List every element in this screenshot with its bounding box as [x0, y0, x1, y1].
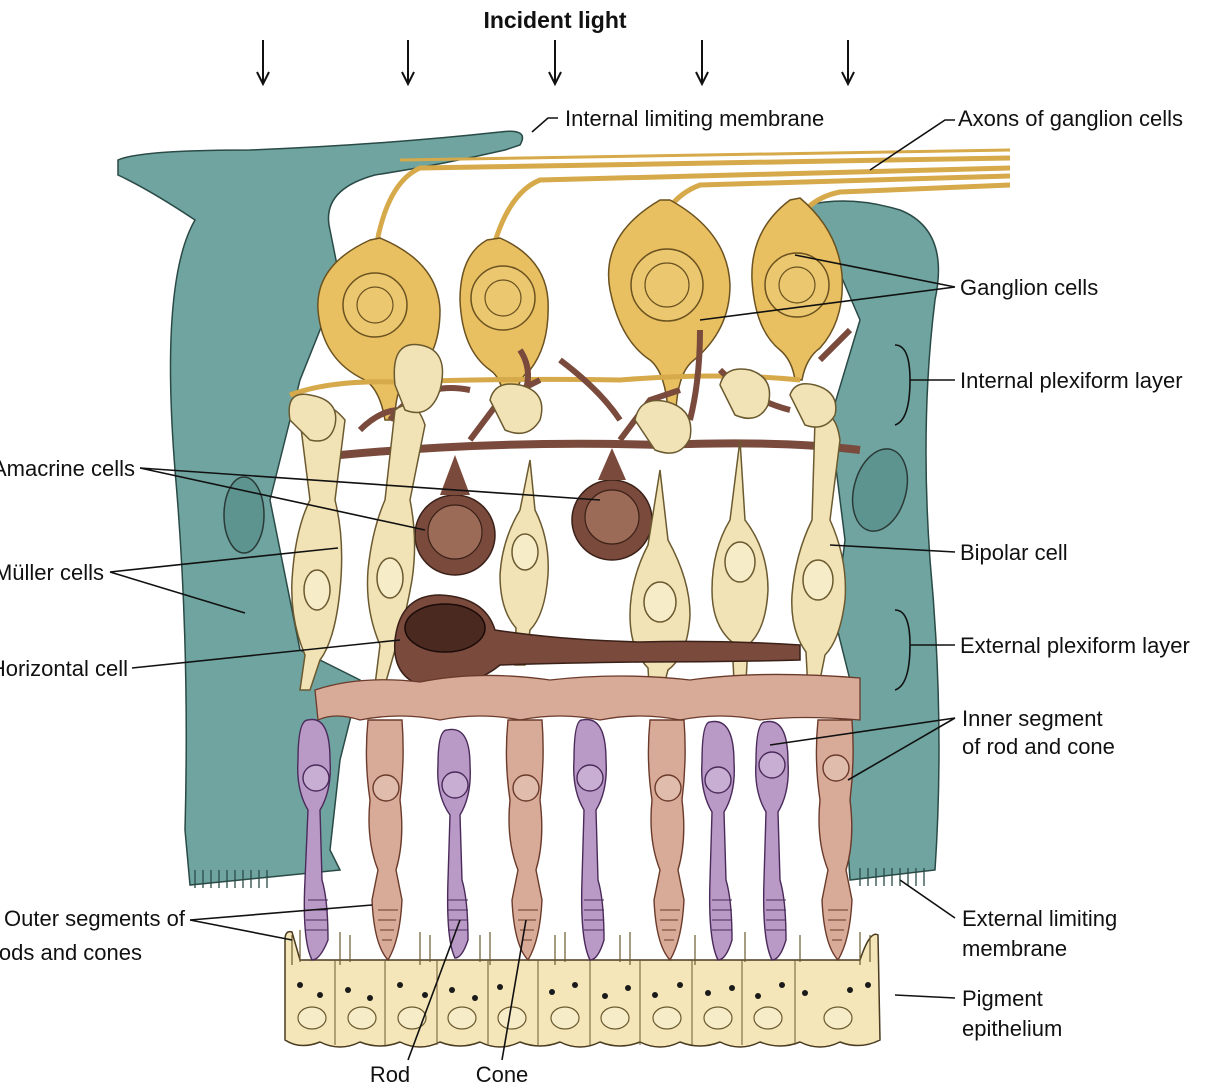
light-arrow-icon: [402, 40, 414, 84]
label-ganglion-cells: Ganglion cells: [960, 275, 1098, 300]
label-axons-of-ganglion-cells: Axons of ganglion cells: [958, 106, 1183, 131]
cone: [648, 720, 685, 960]
label-internal-plexiform-layer: Internal plexiform layer: [960, 368, 1183, 393]
label-muller-cells: Müller cells: [0, 560, 104, 585]
label-internal-limiting-membrane: Internal limiting membrane: [565, 106, 824, 131]
rod: [702, 722, 735, 961]
light-arrow-icon: [842, 40, 854, 84]
light-arrow-icon: [257, 40, 269, 84]
rod: [438, 729, 471, 958]
label-outer-segments-line1: Outer segments of: [4, 906, 186, 931]
cone: [816, 720, 853, 960]
label-horizontal-cell: Horizontal cell: [0, 656, 128, 681]
cone: [366, 720, 403, 960]
label-amacrine-cells: Amacrine cells: [0, 456, 135, 481]
label-pigment-line1: Pigment: [962, 986, 1043, 1011]
label-external-plexiform-layer: External plexiform layer: [960, 633, 1190, 658]
pigment-epithelium: [285, 932, 880, 1047]
light-arrow-icon: [696, 40, 708, 84]
incident-light-arrows: [257, 40, 854, 84]
light-arrow-icon: [549, 40, 561, 84]
label-inner-segment-line2: of rod and cone: [962, 734, 1115, 759]
label-rod: Rod: [370, 1062, 410, 1087]
label-external-limiting-line1: External limiting: [962, 906, 1117, 931]
label-inner-segment-line1: Inner segment: [962, 706, 1103, 731]
label-bipolar-cell: Bipolar cell: [960, 540, 1068, 565]
label-outer-segments-line2: rods and cones: [0, 940, 142, 965]
label-external-limiting-line2: membrane: [962, 936, 1067, 961]
label-pigment-line2: epithelium: [962, 1016, 1062, 1041]
rod: [574, 720, 607, 961]
synaptic-zone: [315, 674, 860, 720]
label-cone: Cone: [476, 1062, 529, 1087]
diagram-title: Incident light: [483, 7, 626, 33]
rod: [756, 722, 789, 961]
